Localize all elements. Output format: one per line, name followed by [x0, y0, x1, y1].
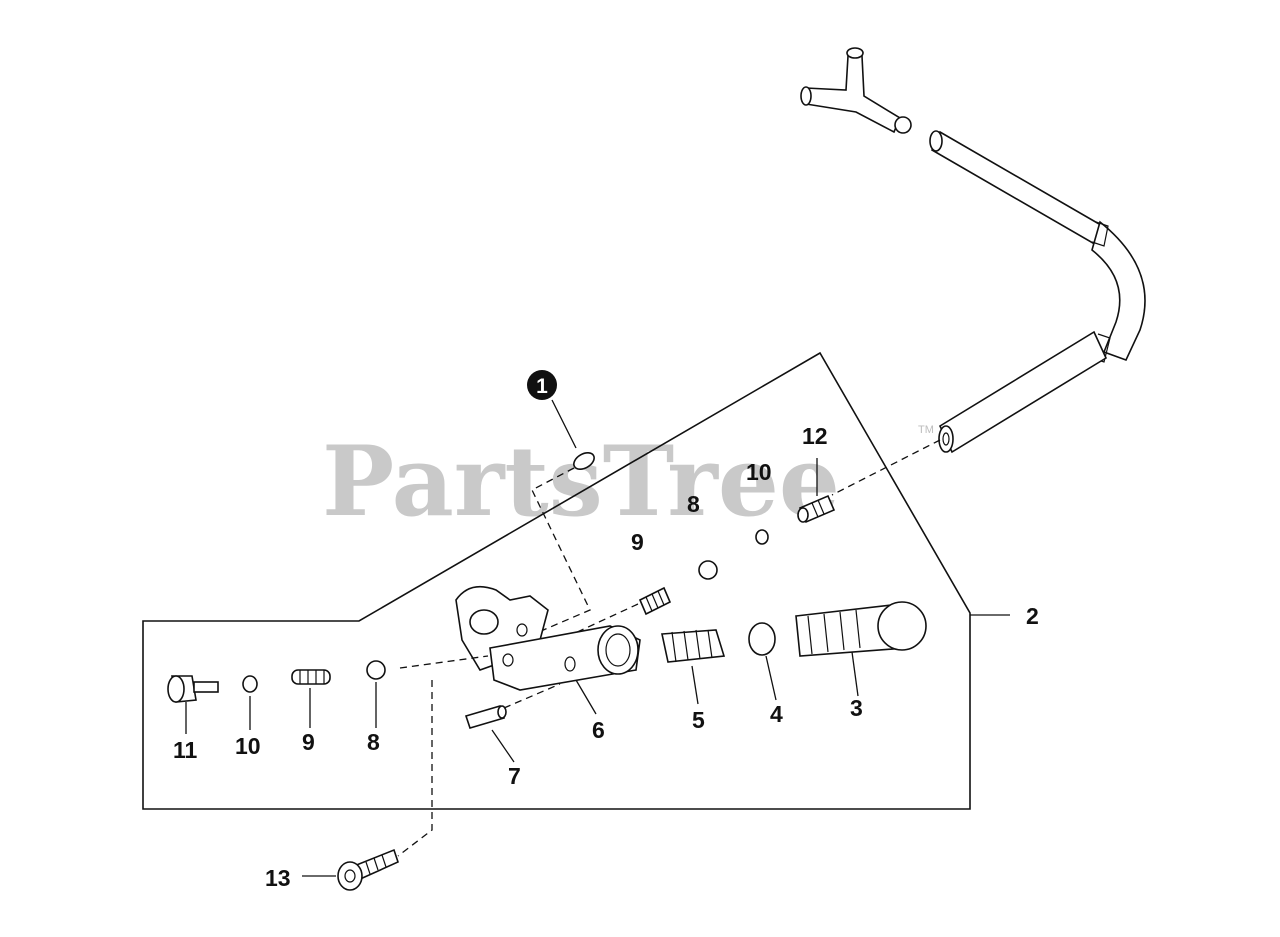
callout-7: 7 [508, 763, 521, 789]
watermark-trademark: TM [918, 424, 934, 436]
screw-13 [337, 848, 399, 891]
valve-body-6 [455, 585, 641, 691]
callout-8-lower: 8 [367, 729, 380, 755]
leader-6 [575, 679, 597, 715]
cap-3 [795, 601, 927, 657]
o-ring-10-lower [242, 675, 258, 693]
spring-5 [661, 629, 726, 663]
ball-8-lower [366, 660, 386, 680]
callout-10-lower: 10 [235, 733, 261, 759]
leader-3 [851, 651, 859, 697]
assembly-line-7 [503, 683, 561, 709]
leader-4 [765, 655, 777, 701]
o-ring-10-upper [755, 529, 769, 545]
leader-1 [551, 399, 577, 449]
callout-8-upper: 8 [687, 491, 700, 517]
fitting-11 [167, 675, 219, 703]
callout-11: 11 [173, 737, 198, 763]
leader-5 [691, 665, 699, 705]
spring-9-lower [291, 669, 331, 685]
callout-4: 4 [770, 701, 783, 727]
callout-12: 12 [802, 423, 828, 449]
fitting-12 [797, 494, 836, 524]
ball-8-upper [698, 560, 718, 580]
callout-9-lower: 9 [302, 729, 315, 755]
assembly-line-1 [519, 467, 591, 641]
assembly-line-13 [397, 680, 433, 857]
tube-assembly [800, 47, 1146, 454]
callout-13: 13 [265, 865, 291, 891]
callout-2: 2 [1026, 603, 1039, 629]
o-ring-4 [748, 622, 776, 656]
pin-7 [464, 705, 507, 729]
leader-7 [491, 729, 515, 763]
o-ring-1 [573, 452, 595, 470]
callout-10-upper: 10 [746, 459, 772, 485]
assembly-line-8 [399, 655, 489, 669]
assembly-line-9 [559, 603, 639, 641]
callout-1-badge [527, 370, 557, 400]
callout-3: 3 [850, 695, 863, 721]
callout-5: 5 [692, 707, 705, 733]
callout-1: 1 [536, 375, 548, 398]
assembly-line-12 [831, 439, 941, 496]
callout-6: 6 [592, 717, 605, 743]
watermark-text: PartsTree [322, 425, 840, 538]
callout-9-upper: 9 [631, 529, 644, 555]
assembly-outline [142, 351, 971, 810]
spring-9-upper [638, 586, 672, 616]
